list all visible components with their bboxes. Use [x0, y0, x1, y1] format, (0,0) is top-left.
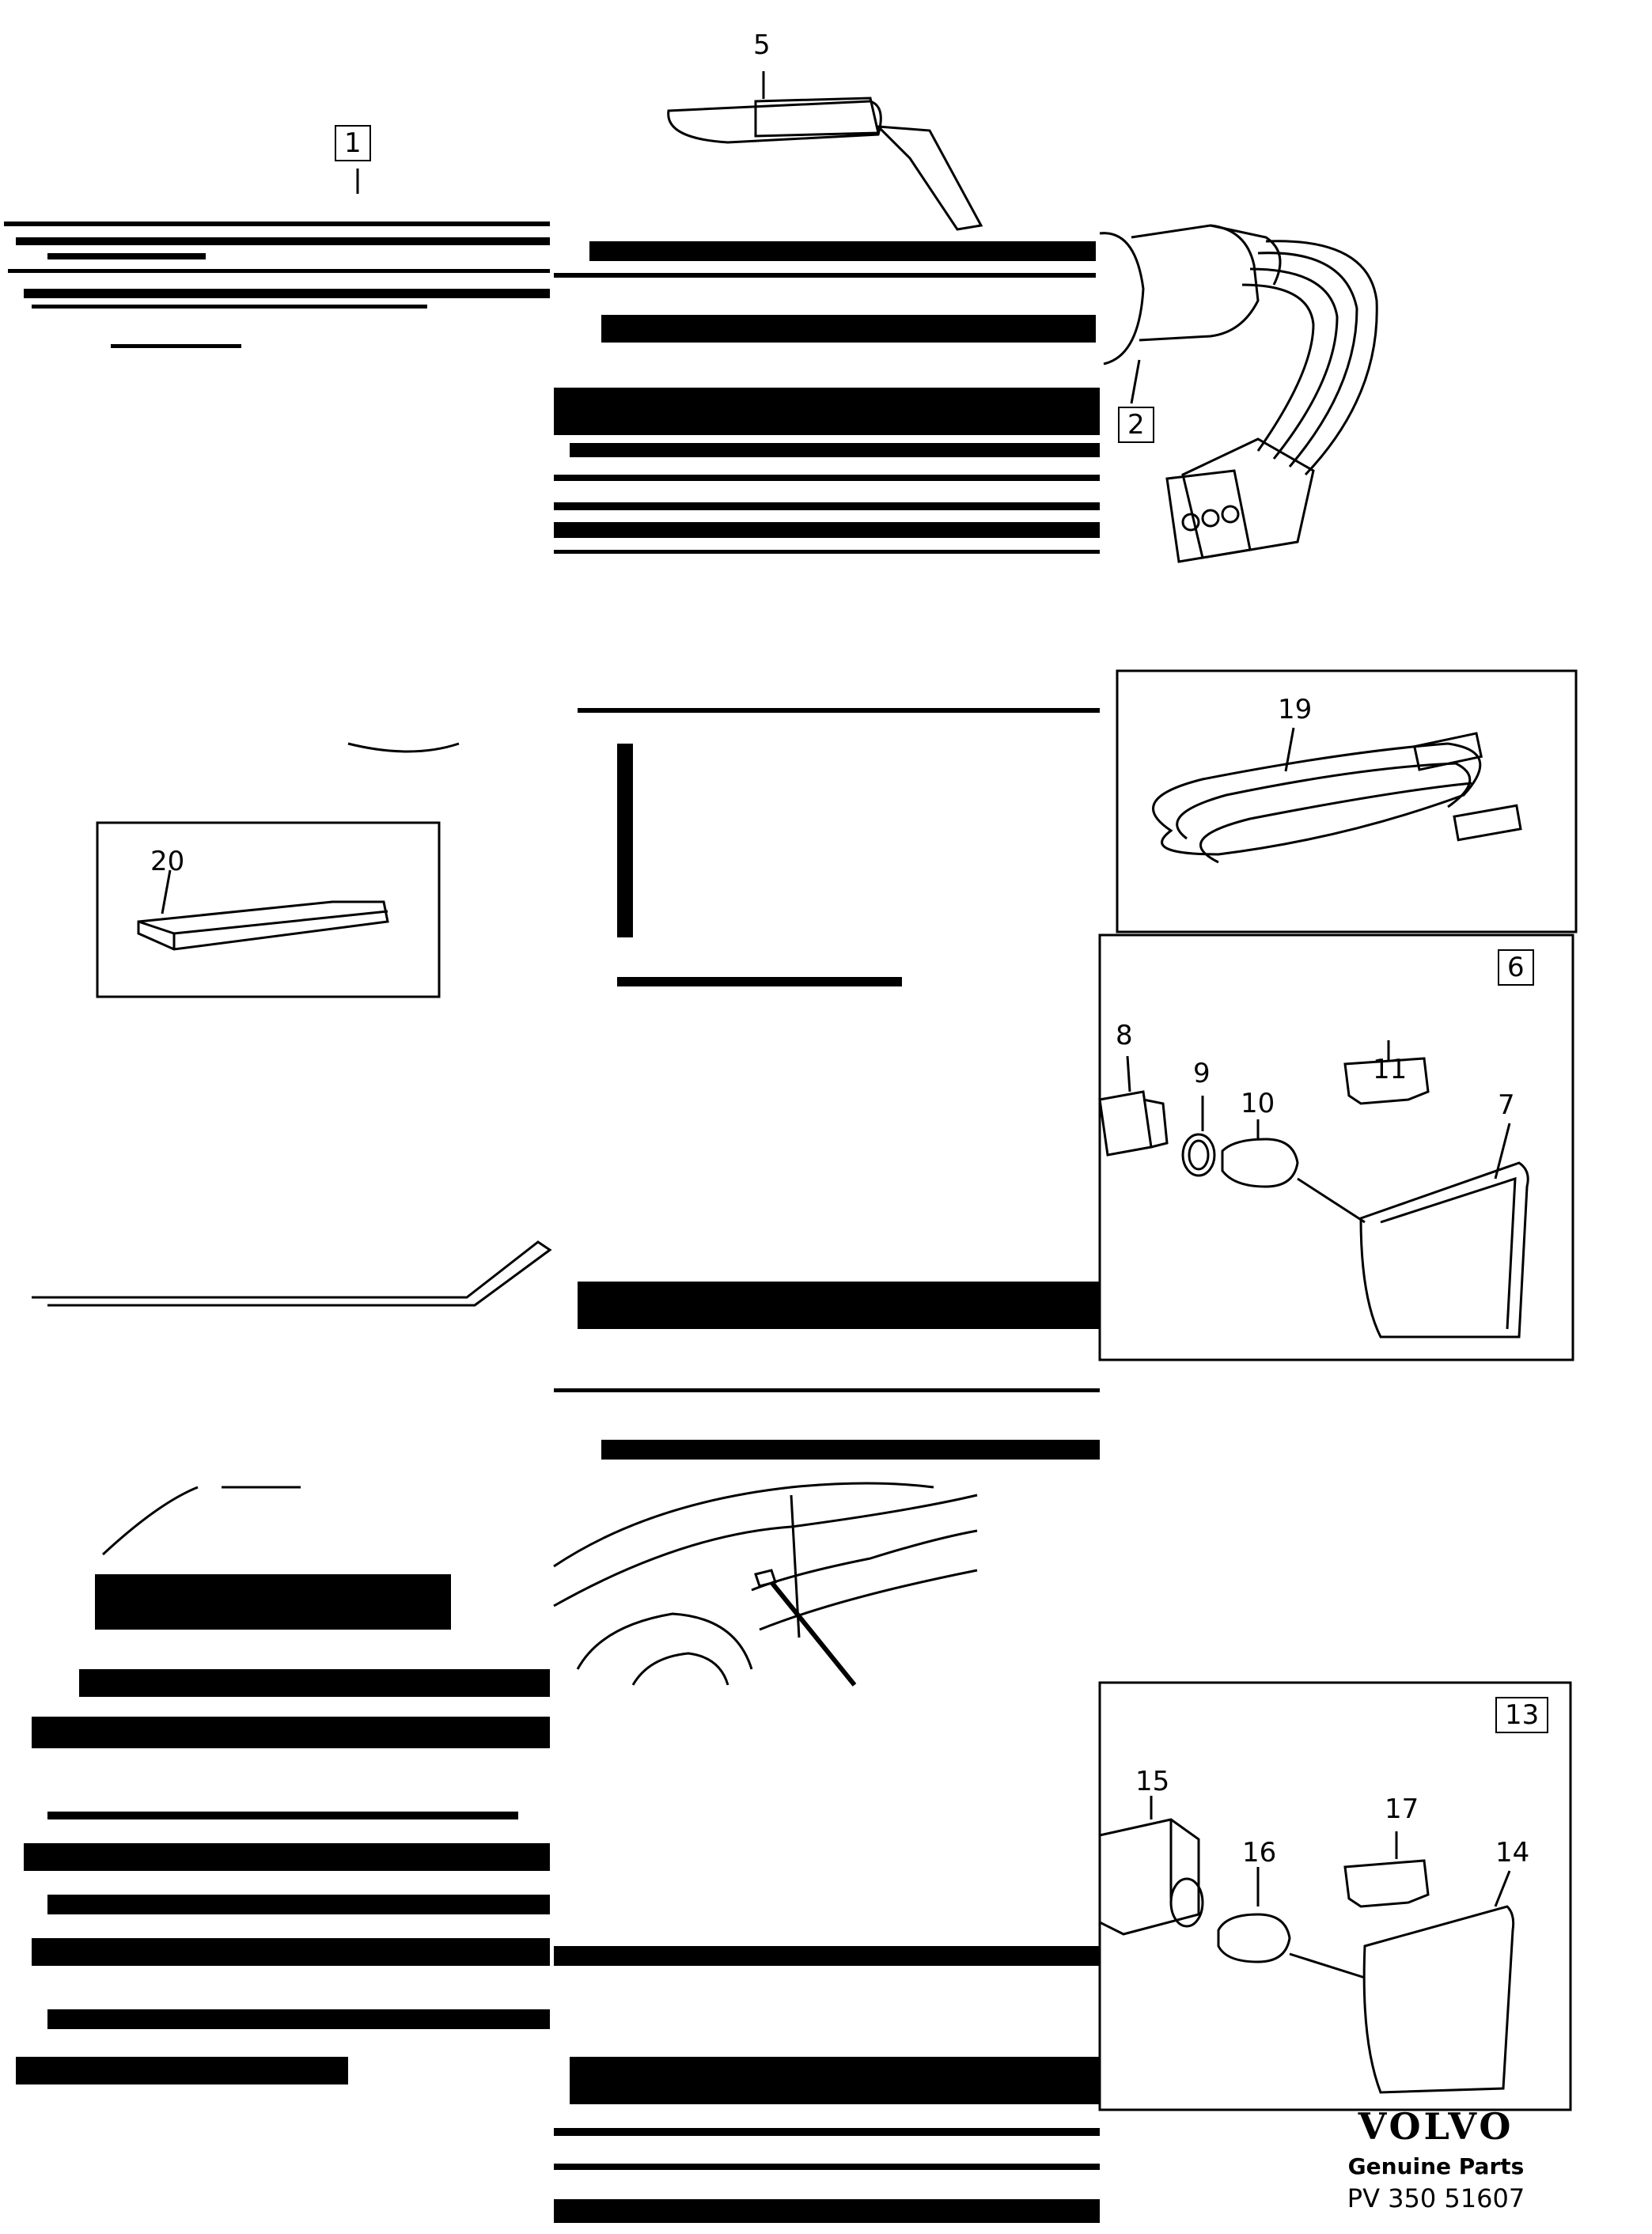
bracket-part-5: [667, 71, 983, 231]
callout-17: 17: [1385, 1793, 1419, 1825]
callout-7: 7: [1498, 1089, 1515, 1121]
callout-6: 6: [1498, 949, 1534, 986]
box-part-20: [96, 821, 441, 998]
car-body-outline: [32, 742, 978, 1687]
callout-9: 9: [1193, 1058, 1211, 1089]
callout-16: 16: [1242, 1837, 1277, 1869]
callout-15: 15: [1135, 1766, 1170, 1797]
volvo-logo: VOLVO: [1358, 2105, 1514, 2148]
callout-19: 19: [1278, 694, 1313, 725]
scan-artifact-top: [4, 222, 1100, 2223]
callout-2: 2: [1118, 407, 1154, 443]
callout-10: 10: [1241, 1088, 1275, 1119]
brand-subtitle: Genuine Parts: [1347, 2153, 1525, 2179]
box-side-marker-6: [1098, 933, 1574, 1361]
callout-14: 14: [1495, 1837, 1530, 1869]
callout-13: 13: [1495, 1697, 1549, 1733]
part-code: PV 350 51607: [1347, 2183, 1525, 2213]
socket-harness-part-2: [1099, 224, 1378, 563]
callout-5: 5: [753, 29, 771, 61]
callout-20: 20: [150, 846, 185, 877]
brand-block: VOLVO Genuine Parts PV 350 51607: [1313, 2108, 1559, 2211]
callout-11: 11: [1373, 1054, 1408, 1085]
callout-8: 8: [1116, 1020, 1133, 1051]
box-harness-19: [1116, 669, 1578, 933]
box-side-marker-13: [1098, 1681, 1572, 2111]
callout-1: 1: [335, 125, 371, 161]
